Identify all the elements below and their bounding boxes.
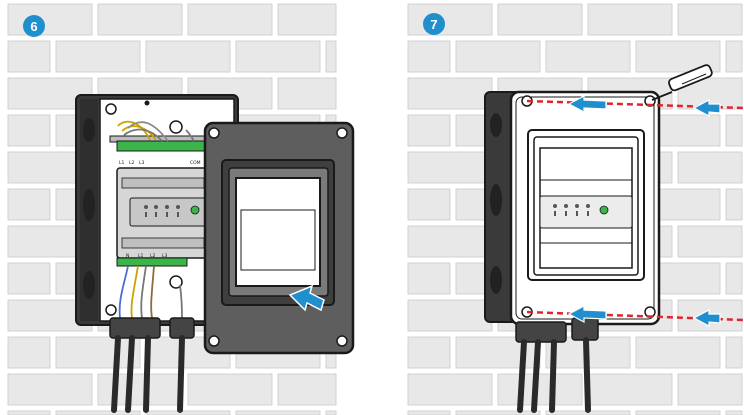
terminal-label-bl2: L2	[150, 253, 156, 259]
terminal-label-n: N	[126, 253, 129, 259]
brick	[587, 373, 673, 406]
step-7-badge: 7	[423, 13, 445, 35]
brick	[725, 188, 743, 221]
brick	[97, 373, 183, 406]
status-led-icon	[190, 205, 200, 215]
cables-step-7	[515, 317, 599, 413]
brick	[277, 77, 337, 110]
enclosure-closed	[484, 90, 661, 326]
brick	[97, 3, 183, 36]
top-terminal-block	[116, 140, 208, 152]
screwdriver-icon	[651, 64, 713, 101]
brick	[277, 373, 337, 406]
brick	[407, 410, 451, 415]
brick	[187, 373, 273, 406]
brick	[7, 336, 51, 369]
brick	[725, 410, 743, 415]
brick	[407, 151, 493, 184]
brick	[325, 40, 337, 73]
brick	[677, 151, 743, 184]
brick	[725, 114, 743, 147]
brick	[55, 336, 141, 369]
brick	[407, 336, 451, 369]
brick	[7, 373, 93, 406]
terminal-label-com: COM	[190, 160, 201, 166]
brick	[325, 410, 337, 415]
brick	[7, 3, 93, 36]
terminal-label-l1: L1	[119, 160, 125, 166]
brick	[545, 40, 631, 73]
brick	[455, 40, 541, 73]
terminal-label-bl1: L1	[138, 253, 144, 259]
brick	[7, 188, 51, 221]
brick	[725, 336, 743, 369]
brick	[635, 410, 721, 415]
bottom-wires	[118, 265, 183, 319]
brick	[725, 40, 743, 73]
push-arrow-icon	[567, 95, 721, 327]
step-6-number: 6	[30, 19, 37, 34]
module-indicator-leds	[144, 205, 180, 217]
brick	[677, 373, 743, 406]
brick	[587, 3, 673, 36]
brick	[7, 40, 51, 73]
brick	[145, 410, 231, 415]
brick	[407, 114, 451, 147]
step-6-badge: 6	[23, 15, 45, 37]
brick	[455, 410, 541, 415]
brick	[277, 3, 337, 36]
brick	[7, 410, 51, 415]
step-7-number: 7	[430, 17, 437, 32]
brick	[235, 410, 321, 415]
brick	[407, 3, 493, 36]
brick	[725, 262, 743, 295]
front-cover	[203, 121, 355, 355]
bottom-terminal-block	[116, 257, 188, 267]
brick	[7, 114, 51, 147]
brick	[55, 40, 141, 73]
brick	[407, 188, 451, 221]
base-corner-screws	[105, 103, 183, 316]
brick	[677, 3, 743, 36]
brick	[497, 3, 583, 36]
insert-arrow-icon	[288, 284, 325, 312]
brick	[677, 225, 743, 258]
brick	[677, 299, 743, 332]
cables-step-6	[109, 317, 195, 413]
brick	[407, 40, 451, 73]
brick	[7, 262, 51, 295]
terminal-label-l2: L2	[129, 160, 135, 166]
brick	[635, 336, 721, 369]
top-wires	[117, 120, 195, 142]
brick	[407, 299, 493, 332]
brick	[407, 225, 493, 258]
brick	[407, 77, 493, 110]
terminal-label-bl3: L3	[162, 253, 168, 259]
brick	[55, 410, 141, 415]
brick	[145, 40, 231, 73]
brick	[407, 373, 493, 406]
brick	[235, 40, 321, 73]
brick	[407, 262, 451, 295]
brick	[497, 373, 583, 406]
terminal-label-l3: L3	[139, 160, 145, 166]
brick	[187, 3, 273, 36]
